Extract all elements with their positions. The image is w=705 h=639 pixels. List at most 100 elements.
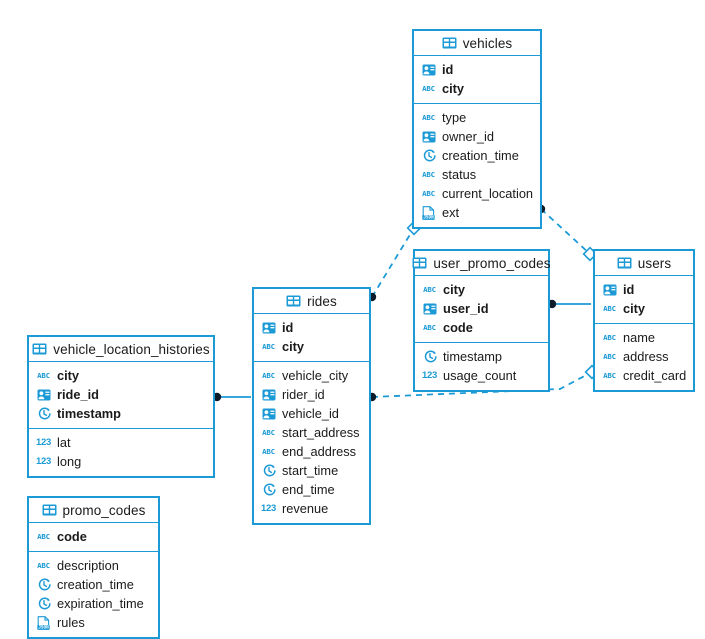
column-row[interactable]: rider_id	[254, 385, 369, 404]
column-name: timestamp	[443, 349, 503, 364]
id-icon	[602, 282, 617, 297]
column-name: city	[623, 301, 646, 316]
table-title: vehicles	[462, 35, 513, 51]
string-icon: ABC	[37, 531, 50, 541]
column-row[interactable]: start_time	[254, 461, 369, 480]
number-icon: 123	[36, 455, 51, 467]
id-icon	[261, 320, 276, 335]
table-header-vehicle_location_histories[interactable]: vehicle_location_histories	[29, 337, 213, 362]
table-header-user_promo_codes[interactable]: user_promo_codes	[412, 251, 550, 276]
table-header-rides[interactable]: rides	[254, 289, 369, 314]
string-icon: ABC	[423, 284, 436, 294]
timestamp-icon	[261, 482, 276, 497]
column-row[interactable]: end_time	[254, 480, 369, 499]
id-icon	[36, 387, 51, 402]
string-icon: ABC	[262, 427, 275, 437]
column-row[interactable]: id	[254, 318, 369, 337]
timestamp-icon	[261, 463, 276, 478]
column-name: ext	[442, 205, 460, 220]
relationship-vehicle_location_histories-to-rides[interactable]	[212, 392, 251, 402]
id-icon	[421, 62, 436, 77]
column-row[interactable]: id	[414, 60, 540, 79]
column-name: vehicle_id	[282, 406, 339, 421]
string-icon: ABC	[422, 169, 435, 179]
column-name: revenue	[282, 501, 329, 516]
table-header-vehicles[interactable]: vehicles	[414, 31, 540, 56]
column-name: rules	[57, 615, 85, 630]
table-icon	[32, 342, 47, 357]
id-icon	[421, 129, 436, 144]
timestamp-icon	[36, 577, 51, 592]
table-header-promo_codes[interactable]: promo_codes	[29, 498, 158, 523]
relationship-line	[540, 208, 591, 255]
column-name: id	[282, 320, 294, 335]
column-name: code	[443, 320, 473, 335]
column-row[interactable]: owner_id	[414, 127, 540, 146]
column-row[interactable]: ABC city	[595, 299, 693, 318]
column-row[interactable]: creation_time	[29, 575, 158, 594]
column-name: usage_count	[443, 368, 517, 383]
column-name: user_id	[443, 301, 489, 316]
column-name: end_time	[282, 482, 335, 497]
column-row[interactable]: user_id	[415, 299, 548, 318]
string-icon: ABC	[603, 303, 616, 313]
table-icon	[42, 503, 57, 518]
column-row[interactable]: ride_id	[29, 385, 213, 404]
column-row[interactable]: vehicle_id	[254, 404, 369, 423]
column-row[interactable]: JSON ext	[414, 203, 540, 222]
column-row[interactable]: creation_time	[414, 146, 540, 165]
timestamp-icon	[422, 349, 437, 364]
relationship-user_promo_codes-to-users[interactable]	[547, 299, 591, 309]
column-name: end_address	[282, 444, 356, 459]
column-name: name	[623, 330, 656, 345]
column-name: expiration_time	[57, 596, 144, 611]
column-row[interactable]: expiration_time	[29, 594, 158, 613]
column-row[interactable]: id	[595, 280, 693, 299]
string-icon: ABC	[262, 341, 275, 351]
string-icon: ABC	[37, 560, 50, 570]
column-row[interactable]: timestamp	[29, 404, 213, 423]
column-name: ride_id	[57, 387, 99, 402]
column-row[interactable]: timestamp	[415, 347, 548, 366]
column-name: city	[443, 282, 466, 297]
string-icon: ABC	[603, 351, 616, 361]
column-row[interactable]: ABC city	[415, 280, 548, 299]
column-name: long	[57, 454, 82, 469]
svg-text:JSON: JSON	[423, 214, 434, 219]
timestamp-icon	[36, 406, 51, 421]
column-name: id	[623, 282, 635, 297]
column-row[interactable]: 123 long	[29, 452, 213, 471]
string-icon: ABC	[422, 83, 435, 93]
column-name: vehicle_city	[282, 368, 349, 383]
table-header-users[interactable]: users	[595, 251, 693, 276]
